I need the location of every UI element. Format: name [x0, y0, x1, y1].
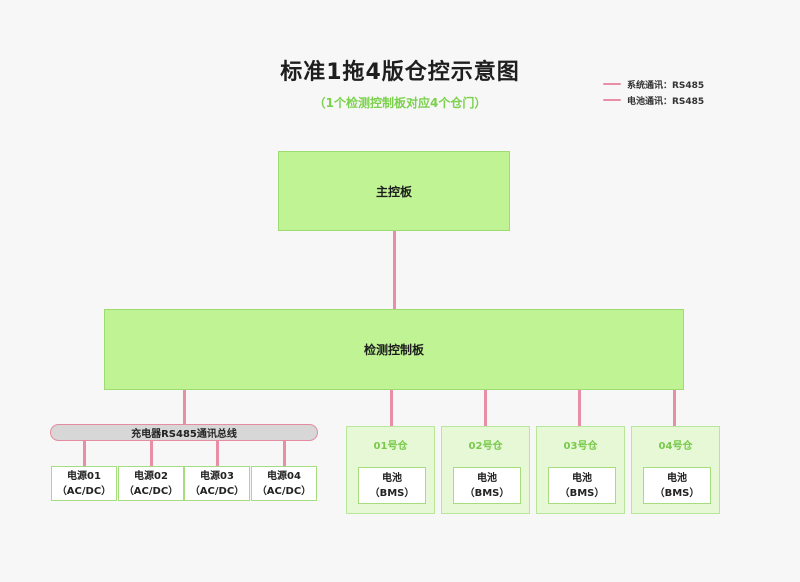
connector-psu-04 — [283, 441, 286, 467]
bms-label: （BMS） — [369, 487, 415, 499]
connector-psu-03 — [216, 441, 219, 467]
battery-bms-box: 电池 （BMS） — [358, 467, 426, 504]
battery-label: 电池 — [477, 472, 497, 484]
main-control-board-label: 主控板 — [375, 184, 412, 199]
power-supply-name: 电源04 — [267, 470, 301, 482]
power-supply-01: 电源01 （AC/DC） — [51, 466, 117, 501]
bay-label: 03号仓 — [563, 441, 598, 452]
connector-bay-03 — [578, 390, 581, 427]
bms-label: （BMS） — [464, 487, 510, 499]
connector-bay-01 — [390, 390, 393, 427]
power-supply-04: 电源04 （AC/DC） — [251, 466, 317, 501]
bay-04: 04号仓 电池 （BMS） — [631, 426, 720, 514]
battery-label: 电池 — [667, 472, 687, 484]
legend-line-icon — [603, 99, 621, 101]
connector-psu-02 — [150, 441, 153, 467]
connector-bay-02 — [484, 390, 487, 427]
connector-bus — [183, 390, 186, 425]
connector-system-comm — [393, 231, 396, 309]
detection-control-board: 检测控制板 — [104, 309, 684, 390]
legend-label: 电池通讯：RS485 — [627, 96, 705, 107]
power-supply-type: （AC/DC） — [123, 485, 179, 497]
battery-bms-box: 电池 （BMS） — [548, 467, 616, 504]
power-supply-02: 电源02 （AC/DC） — [118, 466, 184, 501]
bay-label: 02号仓 — [468, 441, 503, 452]
bay-label: 04号仓 — [658, 441, 693, 452]
bms-label: （BMS） — [559, 487, 605, 499]
power-supply-type: （AC/DC） — [256, 485, 312, 497]
diagram-subtitle: （1个检测控制板对应4个仓门） — [313, 96, 487, 110]
power-supply-name: 电源03 — [200, 470, 234, 482]
battery-label: 电池 — [572, 472, 592, 484]
battery-label: 电池 — [382, 472, 402, 484]
power-supply-name: 电源02 — [134, 470, 168, 482]
legend-line-icon — [603, 83, 621, 85]
legend-label: 系统通讯：RS485 — [627, 80, 705, 91]
detection-control-board-label: 检测控制板 — [363, 343, 424, 357]
power-supply-type: （AC/DC） — [189, 485, 245, 497]
bay-01: 01号仓 电池 （BMS） — [346, 426, 435, 514]
battery-bms-box: 电池 （BMS） — [453, 467, 521, 504]
power-supply-03: 电源03 （AC/DC） — [184, 466, 250, 501]
diagram-title: 标准1拖4版仓控示意图 — [280, 60, 520, 85]
power-supply-name: 电源01 — [67, 470, 101, 482]
battery-bms-box: 电池 （BMS） — [643, 467, 711, 504]
main-control-board: 主控板 — [278, 151, 510, 231]
legend-system-comm: 系统通讯：RS485 — [603, 77, 704, 91]
charger-bus-label: 充电器RS485通讯总线 — [131, 429, 237, 440]
bay-03: 03号仓 电池 （BMS） — [536, 426, 625, 514]
bay-02: 02号仓 电池 （BMS） — [441, 426, 530, 514]
charger-rs485-bus: 充电器RS485通讯总线 — [50, 424, 318, 441]
bms-label: （BMS） — [654, 487, 700, 499]
connector-bay-04 — [673, 390, 676, 427]
connector-psu-01 — [83, 441, 86, 467]
legend-battery-comm: 电池通讯：RS485 — [603, 93, 704, 107]
bay-label: 01号仓 — [373, 441, 408, 452]
power-supply-type: （AC/DC） — [56, 485, 112, 497]
